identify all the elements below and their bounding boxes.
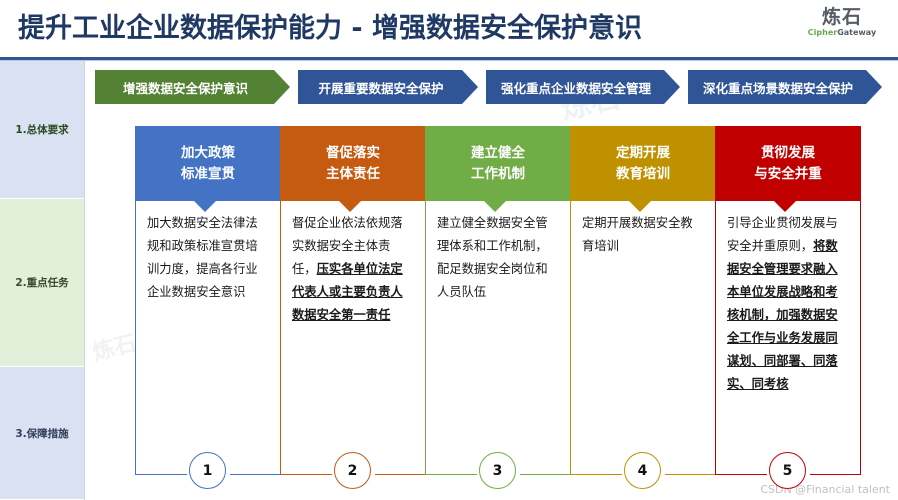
- card-body-5: 引导企业贯彻发展与安全并重原则，将数据安全管理要求融入本单位发展战略和考核机制，…: [715, 212, 861, 396]
- card-header-4[interactable]: 定期开展 教育培训: [570, 126, 716, 201]
- card-title-4-line2: 教育培训: [616, 165, 670, 182]
- slide-header: 提升工业企业数据保护能力 - 增强数据安全保护意识 炼石 CipherGatew…: [0, 0, 898, 57]
- card-body-1-plain: 加大数据安全法律法规和政策标准宣贯培训力度，提高各行业企业数据安全意识: [147, 216, 258, 299]
- brand-logo: 炼石 CipherGateway: [800, 6, 884, 48]
- card-body-5-underlined: 将数据安全管理要求融入本单位发展战略和考核机制，加强数据安全工作与业务发展同谋划…: [727, 239, 838, 391]
- banner-step-4[interactable]: 深化重点场景数据安全保护: [688, 70, 882, 104]
- card-title-1-line2: 标准宣贯: [181, 165, 235, 182]
- card-header-2[interactable]: 督促落实 主体责任: [280, 126, 426, 201]
- banner-step-3[interactable]: 强化重点企业数据安全管理: [486, 70, 680, 104]
- watermark-left: 炼石: [90, 330, 139, 366]
- card-title-2-line1: 督促落实: [326, 144, 380, 161]
- banner-step-1[interactable]: 增强数据安全保护意识: [95, 70, 290, 104]
- card-number-badge-5[interactable]: 5: [769, 452, 806, 489]
- brand-logo-en: CipherGateway: [800, 28, 884, 38]
- card-notch-2: [339, 201, 361, 212]
- page-title: 提升工业企业数据保护能力 - 增强数据安全保护意识: [18, 13, 643, 44]
- card-body-2-plain: 督促企业依法依规落实数据安全主体责任，: [292, 216, 403, 276]
- card-title-5-line1: 贯彻发展: [761, 144, 815, 161]
- sidebar-item-safeguards[interactable]: 3.保障措施: [0, 367, 84, 500]
- card-body-3: 建立健全数据安全管理体系和工作机制，配足数据安全岗位和人员队伍: [425, 212, 571, 304]
- card-notch-5: [774, 201, 796, 212]
- sidebar-item-overall-requirements[interactable]: 1.总体要求: [0, 61, 84, 199]
- card-header-3[interactable]: 建立健全 工作机制: [425, 126, 571, 201]
- sidebar-item-key-tasks[interactable]: 2.重点任务: [0, 199, 84, 367]
- header-rule-secondary: [0, 60, 898, 61]
- card-body-4-plain: 定期开展数据安全教育培训: [582, 216, 693, 253]
- card-number-badge-2[interactable]: 2: [334, 452, 371, 489]
- card-header-5[interactable]: 贯彻发展 与安全并重: [715, 126, 861, 201]
- card-title-4-line1: 定期开展: [616, 144, 670, 161]
- card-number-badge-4[interactable]: 4: [624, 452, 661, 489]
- brand-logo-cn: 炼石: [821, 6, 862, 28]
- card-title-5-line2: 与安全并重: [754, 165, 822, 182]
- card-body-2: 督促企业依法依规落实数据安全主体责任，压实各单位法定代表人或主要负责人数据安全第…: [280, 212, 426, 327]
- header-rule: [0, 57, 898, 60]
- card-notch-4: [629, 201, 651, 212]
- card-header-1[interactable]: 加大政策 标准宣贯: [135, 126, 281, 201]
- brand-logo-en-part2: Gateway: [837, 28, 877, 37]
- card-notch-1: [194, 201, 216, 212]
- card-title-1-line1: 加大政策: [181, 144, 235, 161]
- brand-logo-en-part1: Cipher: [807, 28, 838, 37]
- card-number-badge-1[interactable]: 1: [189, 452, 226, 489]
- card-body-3-plain: 建立健全数据安全管理体系和工作机制，配足数据安全岗位和人员队伍: [437, 216, 548, 299]
- card-body-5-plain: 引导企业贯彻发展与安全并重原则，: [727, 216, 838, 253]
- card-body-4: 定期开展数据安全教育培训: [570, 212, 716, 258]
- sidebar: 1.总体要求 2.重点任务 3.保障措施: [0, 61, 84, 500]
- card-notch-3: [484, 201, 506, 212]
- card-body-2-underlined: 压实各单位法定代表人或主要负责人数据安全第一责任: [292, 262, 403, 322]
- card-title-3-line1: 建立健全: [471, 144, 525, 161]
- card-number-badge-3[interactable]: 3: [479, 452, 516, 489]
- sidebar-divider: [84, 61, 85, 500]
- card-title-3-line2: 工作机制: [471, 165, 525, 182]
- card-body-1: 加大数据安全法律法规和政策标准宣贯培训力度，提高各行业企业数据安全意识: [135, 212, 281, 304]
- banner-step-2[interactable]: 开展重要数据安全保护: [298, 70, 478, 104]
- card-title-2-line2: 主体责任: [326, 165, 380, 182]
